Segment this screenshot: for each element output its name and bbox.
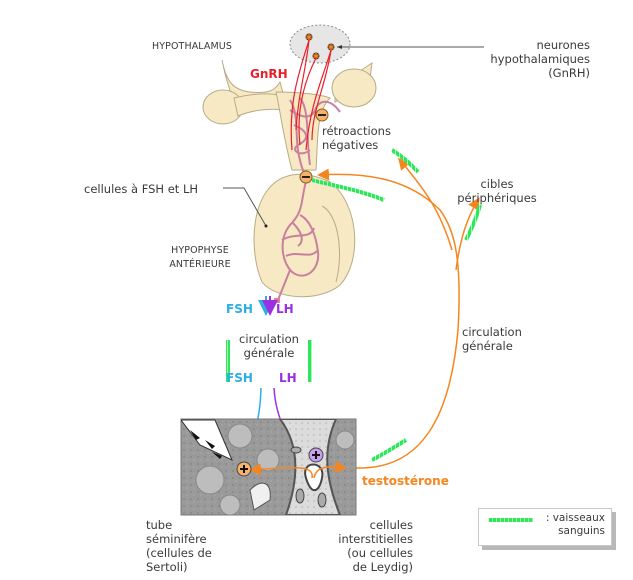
blood-vessel-swatch	[489, 518, 533, 522]
leydig-cells-label: cellules interstitielles (ou cellules de…	[338, 518, 413, 574]
negative-feedback-sign	[299, 170, 313, 184]
anterior-pituitary-label: HYPOPHYSE ANTÉRIEURE	[169, 245, 231, 270]
testosterone-feedback-arrow	[398, 157, 453, 251]
neuron-icon: ✱	[327, 43, 335, 52]
legend-label: : vaisseaux sanguins	[545, 512, 605, 537]
testosterone-pathway	[317, 168, 460, 469]
testosterone-label: testostérone	[362, 474, 449, 488]
neuron-icon: ✱	[312, 52, 320, 61]
gnrh-axons	[290, 39, 332, 151]
negative-feedback-sign	[315, 108, 329, 122]
hypothalamic-nucleus: ✱ ✱ ✱	[289, 24, 351, 64]
blood-vessel	[226, 340, 230, 382]
svg-text:✱: ✱	[313, 52, 320, 61]
testis-tissue-section	[180, 418, 357, 516]
neuron-icon: ✱	[305, 33, 313, 42]
blood-vessel	[390, 148, 420, 174]
blood-vessel	[308, 340, 312, 382]
general-circulation-label-right: circulation générale	[462, 325, 522, 353]
fsh-label-bottom: FSH	[226, 371, 253, 385]
seminiferous-tubule-label: tube séminifère (cellules de Sertoli)	[146, 518, 212, 574]
peripheral-targets-label: cibles périphériques	[457, 177, 537, 205]
hypothalamus-label: HYPOTHALAMUS	[152, 41, 232, 52]
svg-text:✱: ✱	[328, 43, 335, 52]
fsh-label-top: FSH	[226, 302, 253, 316]
blood-vessel	[464, 204, 482, 241]
fsh-lh-cells-label: cellules à FSH et LH	[84, 182, 199, 196]
positive-sign-leydig	[308, 447, 324, 463]
legend-box: : vaisseaux sanguins	[478, 508, 612, 546]
lh-label-bottom: LH	[279, 371, 297, 385]
gnrh-label: GnRH	[250, 67, 288, 81]
positive-sign-sertoli	[236, 461, 252, 477]
svg-text:✱: ✱	[306, 33, 313, 42]
general-circulation-label-center: circulation générale	[239, 332, 299, 360]
blood-vessel	[311, 178, 385, 202]
negative-feedback-label: rétroactions négatives	[322, 124, 391, 152]
blood-vessel	[371, 438, 408, 462]
portal-capillaries	[277, 97, 341, 301]
lh-label-top: LH	[276, 302, 294, 316]
cellules-pointer-line	[223, 187, 267, 227]
neurons-label: neurones hypothalamiques (GnRH)	[490, 38, 590, 80]
peripheral-target-arrow	[455, 197, 480, 271]
